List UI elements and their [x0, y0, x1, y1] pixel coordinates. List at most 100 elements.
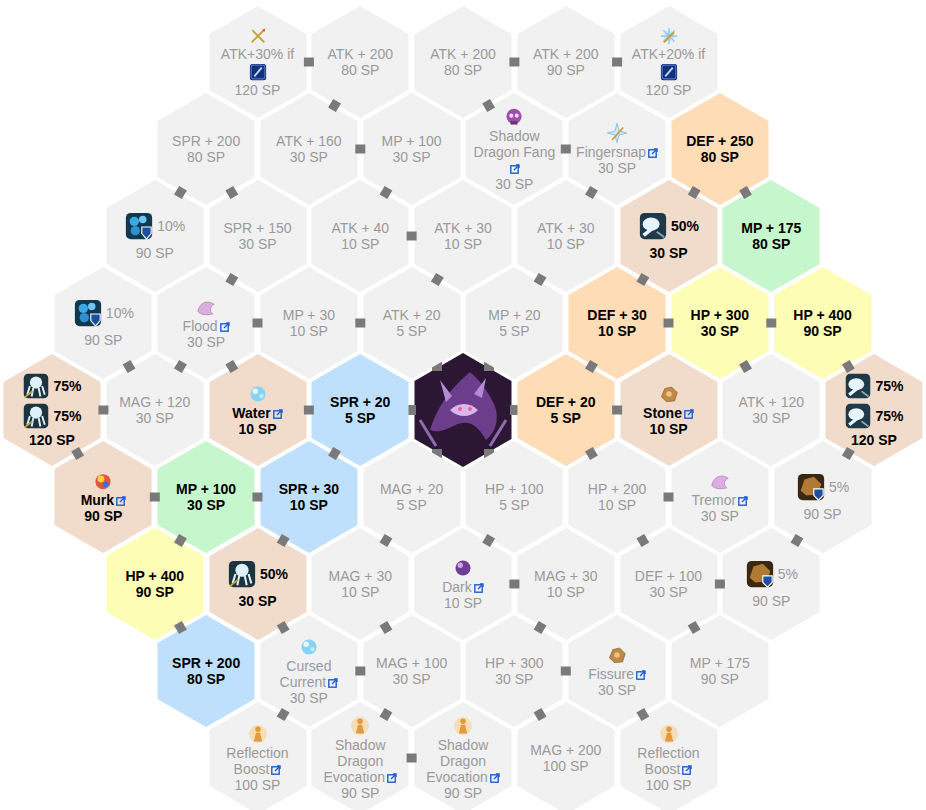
skill-hex: DEF + 25080 SP: [670, 92, 770, 206]
skill-label: HP + 300: [691, 307, 750, 323]
skill-icon: [796, 472, 826, 502]
node-link: [281, 710, 286, 719]
hex-shape: [619, 5, 719, 119]
node-link: [509, 580, 519, 589]
skill-icon: [248, 26, 268, 46]
skill-hex: HP + 40090 SP: [773, 266, 873, 380]
label-line: Tremor: [692, 492, 749, 508]
sp-cost: 30 SP: [701, 508, 739, 524]
skill-label: ATK + 200: [430, 46, 496, 62]
dragon-body: [430, 372, 497, 440]
skill-hex: MP + 3010 SP: [259, 266, 359, 380]
node-link: [846, 449, 851, 458]
skill-label: ATK + 120: [738, 394, 804, 410]
skill-label: Tremor: [692, 492, 737, 508]
sp-cost: 30 SP: [495, 671, 533, 687]
label-line: Reflection Boost: [216, 745, 300, 777]
sp-cost: 90 SP: [444, 785, 482, 801]
skill-label: MP + 175: [690, 655, 750, 671]
skill-label: HP + 200: [588, 481, 647, 497]
node-link: [355, 667, 365, 676]
skill-hex: 50%30 SP: [208, 527, 308, 641]
skill-hex: Cursed Current30 SP: [259, 614, 359, 728]
link-mark: [738, 496, 748, 506]
node-link: [561, 667, 571, 676]
skill-label: 5%: [829, 479, 849, 495]
hex-content: MP + 205 SP: [472, 271, 556, 375]
sp-cost: 120 SP: [851, 432, 897, 448]
node-link: [538, 623, 543, 632]
hex-content: MAG + 3010 SP: [524, 532, 608, 636]
node-link: [407, 232, 417, 241]
sp-cost: 90 SP: [701, 671, 739, 687]
node-link: [794, 536, 799, 545]
skill-hex: MAG + 12030 SP: [105, 353, 205, 467]
skill-label: SPR + 200: [172, 655, 240, 671]
sp-cost: 30 SP: [598, 682, 636, 698]
skill-label: MP + 20: [488, 307, 540, 323]
skill-label: ATK + 40: [331, 220, 389, 236]
skill-hex: 10%90 SP: [105, 179, 205, 293]
skill-hex: Stone10 SP: [619, 353, 719, 467]
node-link: [178, 536, 183, 545]
hex-content: Shadow Dragon Fang30 SP: [472, 97, 556, 201]
node-link: [589, 449, 594, 458]
sp-cost: 10 SP: [341, 584, 379, 600]
node-link: [304, 406, 314, 415]
skill-hex: MP + 205 SP: [464, 266, 564, 380]
node-link: [766, 319, 776, 328]
sp-cost: 5 SP: [396, 497, 426, 513]
skill-label: SPR + 20: [330, 394, 390, 410]
label-line: Water: [232, 405, 282, 421]
sp-cost: 120 SP: [646, 82, 692, 98]
skill-icon: [503, 106, 525, 128]
skill-hex: HP + 30030 SP: [464, 614, 564, 728]
hex-content: Stone10 SP: [627, 358, 711, 462]
link-mark: [636, 670, 646, 680]
skill-hex: SPR + 205 SP: [310, 353, 410, 467]
hex-content: ATK + 20080 SP: [421, 10, 505, 114]
node-link: [383, 710, 388, 719]
skill-hex: 50%30 SP: [619, 179, 719, 293]
skill-label: ATK + 200: [533, 46, 599, 62]
skill-label: ATK + 200: [327, 46, 393, 62]
skill-hex: ATK+30% if120 SP: [208, 5, 308, 119]
node-link: [407, 754, 417, 763]
skill-label: MP + 100: [382, 133, 442, 149]
link-mark: [328, 678, 338, 688]
hex-content: 50%30 SP: [216, 532, 300, 636]
skill-label: 75%: [53, 408, 81, 424]
node-link: [98, 406, 108, 415]
sp-cost: 5 SP: [345, 410, 375, 426]
sp-cost: 90 SP: [136, 245, 174, 261]
skill-hex: Reflection Boost100 SP: [619, 701, 719, 810]
skill-hex: HP + 20010 SP: [567, 440, 667, 554]
hex-content: MAG + 200100 SP: [524, 706, 608, 810]
hex-content: Water10 SP: [216, 358, 300, 462]
sp-cost: 30 SP: [752, 410, 790, 426]
sp-cost: 30 SP: [238, 236, 276, 252]
label-line: Murk: [81, 492, 126, 508]
skill-hex: Shadow Dragon Evocation90 SP: [413, 701, 513, 810]
node-link: [355, 145, 365, 154]
hex-shape: [619, 179, 719, 293]
skill-label: MP + 100: [176, 481, 236, 497]
sp-cost: 100 SP: [235, 777, 281, 793]
hex-content: MAG + 12030 SP: [113, 358, 197, 462]
node-link: [253, 493, 263, 502]
skill-icon: [658, 383, 680, 405]
sp-cost: 90 SP: [84, 508, 122, 524]
node-link: [229, 275, 234, 284]
skill-hex: MP + 10030 SP: [156, 440, 256, 554]
skill-label: MAG + 20: [380, 481, 443, 497]
hex-content: MP + 10030 SP: [370, 97, 454, 201]
sp-cost: 10 SP: [547, 584, 585, 600]
label-line: Shadow Dragon Fang: [472, 128, 556, 176]
sp-cost: 10 SP: [547, 236, 585, 252]
hex-content: Cursed Current30 SP: [267, 619, 351, 723]
node-link: [589, 362, 594, 371]
skill-icon: [659, 26, 679, 46]
sp-cost: 80 SP: [752, 236, 790, 252]
sp-cost: 30 SP: [290, 690, 328, 706]
label-line: Reflection Boost: [627, 745, 711, 777]
